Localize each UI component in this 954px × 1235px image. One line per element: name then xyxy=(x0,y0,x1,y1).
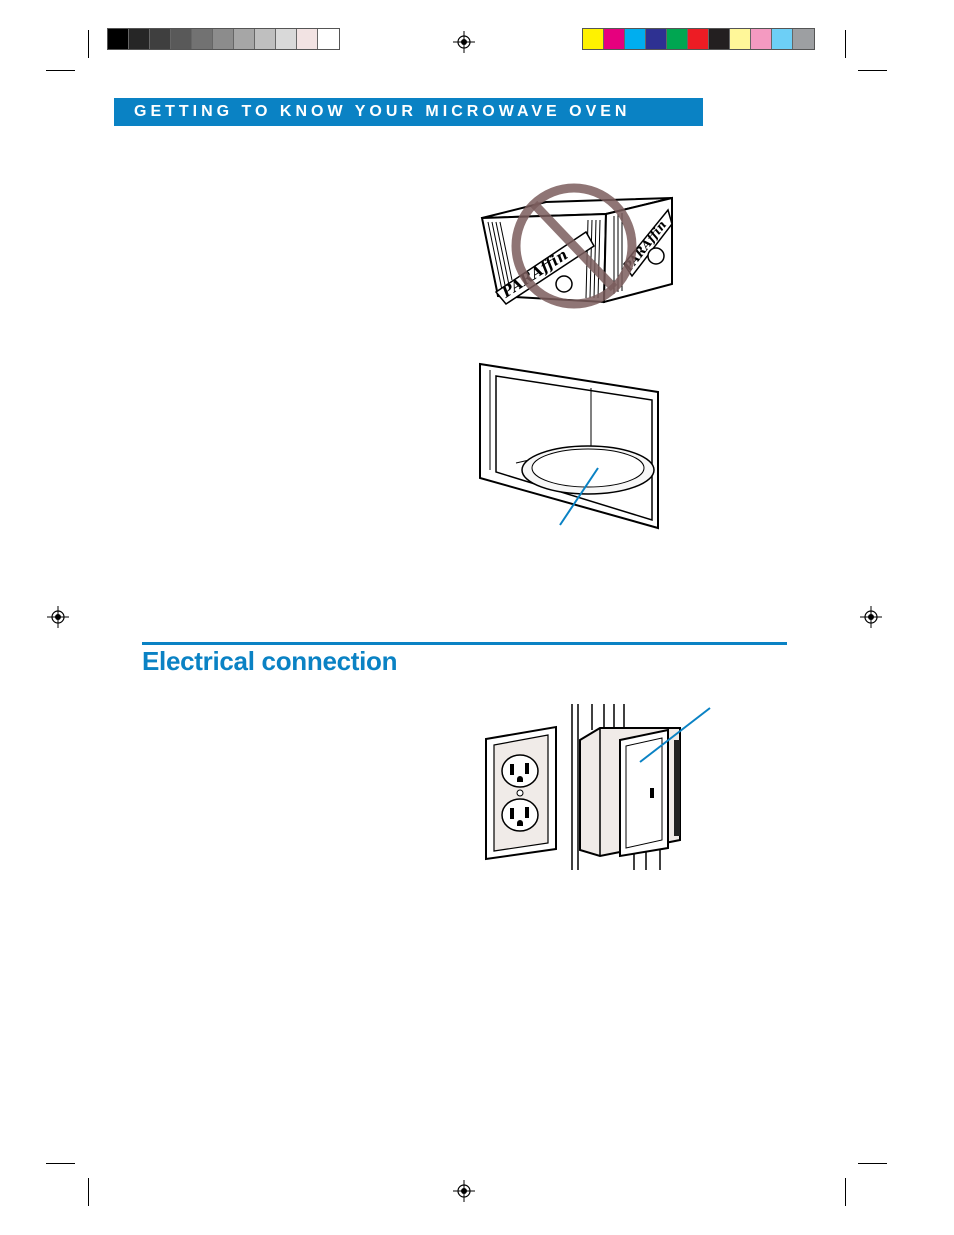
color-swatch xyxy=(709,29,730,49)
gray-swatch xyxy=(276,29,297,49)
color-swatch xyxy=(646,29,667,49)
paraffin-box-prohibited-illustration: PARAffin PARAffin xyxy=(480,183,673,309)
color-swatch xyxy=(793,29,814,49)
page-header-bar: GETTING TO KNOW YOUR MICROWAVE OVEN xyxy=(114,98,703,126)
crop-mark xyxy=(858,70,887,71)
color-swatch xyxy=(667,29,688,49)
gray-swatch xyxy=(129,29,150,49)
page-header-title: GETTING TO KNOW YOUR MICROWAVE OVEN xyxy=(134,103,631,120)
gray-swatch xyxy=(255,29,276,49)
gray-swatch xyxy=(192,29,213,49)
color-swatch xyxy=(625,29,646,49)
crop-mark xyxy=(88,1178,89,1206)
crop-mark xyxy=(88,30,89,58)
microwave-turntable-illustration xyxy=(479,362,659,530)
grayscale-color-bar xyxy=(107,28,340,50)
color-swatch xyxy=(583,29,604,49)
color-swatch xyxy=(772,29,793,49)
registration-target-icon xyxy=(453,1180,475,1202)
crop-mark xyxy=(46,1163,75,1164)
registration-target-icon xyxy=(453,31,475,53)
gray-swatch xyxy=(213,29,234,49)
color-swatch xyxy=(688,29,709,49)
circuit-breaker-panel-illustration xyxy=(571,704,711,870)
outlet-receptacle-top xyxy=(501,754,539,788)
registration-target-icon xyxy=(47,606,69,628)
wall-outlet-illustration xyxy=(485,725,557,861)
crop-mark xyxy=(845,30,846,58)
process-color-bar xyxy=(582,28,815,50)
section-divider xyxy=(142,642,787,645)
crop-mark xyxy=(858,1163,887,1164)
gray-swatch xyxy=(150,29,171,49)
gray-swatch xyxy=(171,29,192,49)
color-swatch xyxy=(751,29,772,49)
gray-swatch xyxy=(297,29,318,49)
registration-target-icon xyxy=(860,606,882,628)
color-swatch xyxy=(730,29,751,49)
crop-mark xyxy=(46,70,75,71)
crop-mark xyxy=(845,1178,846,1206)
gray-swatch xyxy=(108,29,129,49)
gray-swatch xyxy=(234,29,255,49)
outlet-receptacle-bottom xyxy=(501,798,539,832)
section-title: Electrical connection xyxy=(142,646,398,676)
gray-swatch xyxy=(318,29,339,49)
color-swatch xyxy=(604,29,625,49)
